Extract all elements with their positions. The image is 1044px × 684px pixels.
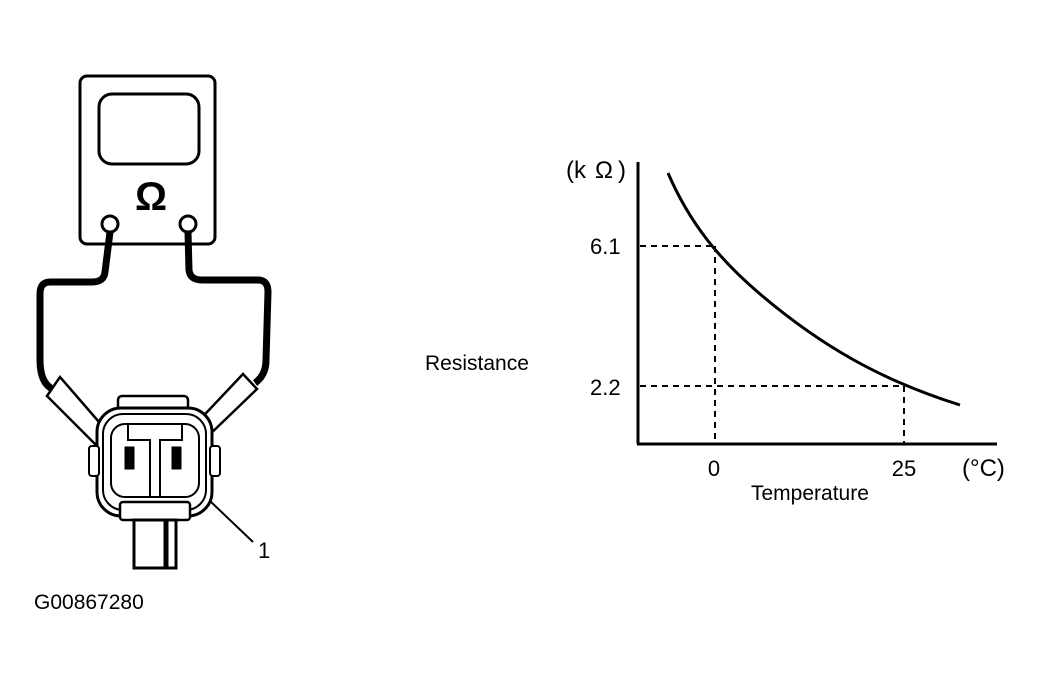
pin-right [171, 446, 182, 470]
resistance-temperature-graph: (k Ω ) 6.1 2.2 Resistance 0 25 (°C) Temp… [425, 157, 1005, 505]
resistance-curve [666, 172, 961, 407]
side-latch-left [88, 445, 100, 477]
sensor-connector [88, 394, 221, 570]
ohm-symbol: Ω [135, 175, 167, 219]
x-axis-unit: (°C) [962, 455, 1005, 482]
x-tick-label: 25 [892, 456, 916, 481]
connector-base [118, 500, 192, 522]
ohmmeter: Ω [78, 74, 217, 246]
connector-cavity [110, 423, 200, 498]
y-axis-unit-symbol: Ω [595, 157, 613, 184]
x-tick-label: 0 [708, 456, 720, 481]
y-tick-label: 2.2 [590, 375, 621, 400]
callout-leader-1 [209, 500, 254, 543]
lead-wire-right [184, 231, 272, 386]
y-axis-unit-close: ) [618, 157, 626, 184]
connector-key [127, 424, 183, 498]
side-latch-right [209, 445, 221, 477]
ohmmeter-display [97, 92, 201, 166]
terminal-left [100, 214, 120, 234]
sensor-stem [132, 518, 178, 570]
y-tick-label: 6.1 [590, 234, 621, 259]
callout-number-1: 1 [258, 538, 270, 563]
x-axis-label: Temperature [751, 482, 869, 505]
lead-wire-left [36, 231, 114, 394]
pin-left [124, 446, 135, 470]
y-axis-label: Resistance [425, 352, 529, 375]
terminal-right [178, 214, 198, 234]
reference-guides [640, 245, 905, 443]
figure-id: G00867280 [34, 591, 144, 614]
y-axis-unit-open: (k [566, 157, 587, 184]
